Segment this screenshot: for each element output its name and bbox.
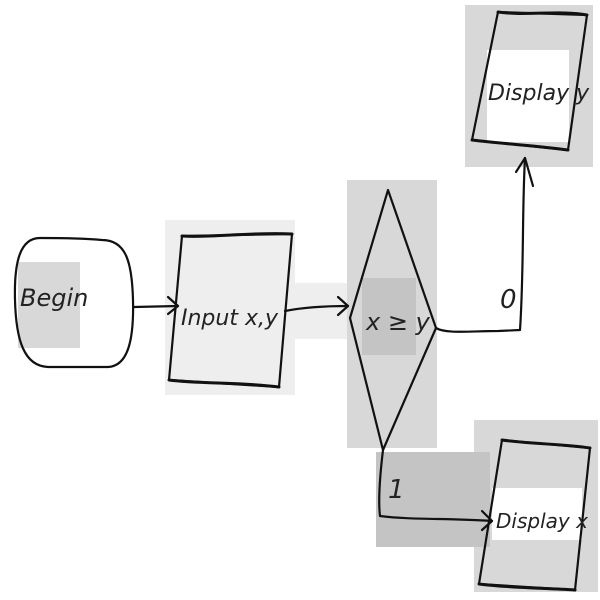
zero-branch-highlight (437, 155, 535, 350)
one-branch-highlight (376, 452, 490, 547)
edge-decision-to-display-x: 1 (378, 448, 494, 532)
input-highlight (165, 220, 295, 395)
edge-input-to-decision (283, 295, 350, 317)
input-label: Input x,y (181, 306, 279, 331)
begin-label: Begin (20, 284, 88, 312)
node-begin: Begin (13, 236, 135, 369)
decision-label-highlight (362, 278, 416, 355)
display-y-label-highlight (487, 50, 569, 142)
highlight-layer (8, 5, 598, 592)
node-display-x: Display x (477, 438, 592, 592)
node-input: Input x,y (167, 232, 294, 389)
display-x-label: Display x (496, 509, 588, 533)
edge-decision-to-display-x-label: 1 (388, 475, 405, 505)
edge-begin-to-input (132, 295, 180, 316)
begin-label-highlight (18, 262, 80, 348)
edge-decision-to-display-y-label: 0 (500, 285, 517, 315)
display-x-label-highlight (492, 488, 582, 540)
decision-label: x ≥ y (365, 308, 431, 336)
display-y-label: Display y (488, 81, 590, 106)
edge-decision-to-display-y: 0 (434, 156, 535, 333)
node-display-y: Display y (470, 10, 590, 152)
input-decision-arrow-highlight (284, 283, 350, 339)
